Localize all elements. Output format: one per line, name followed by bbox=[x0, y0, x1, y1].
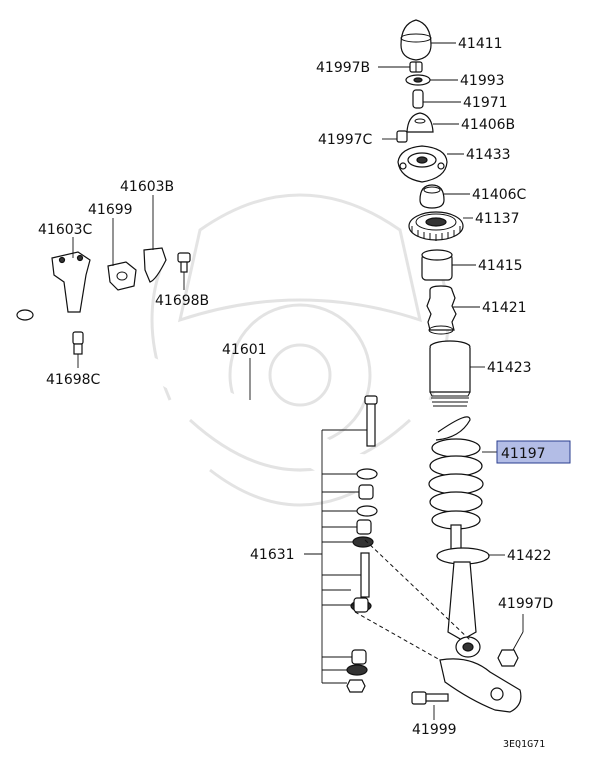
label-41137[interactable]: 41137 bbox=[475, 211, 520, 227]
leader-lines bbox=[72, 42, 524, 720]
label-41698B[interactable]: 41698B bbox=[155, 293, 209, 309]
part-41997B-nut bbox=[409, 61, 423, 73]
label-41422[interactable]: 41422 bbox=[507, 548, 552, 564]
label-41971[interactable]: 41971 bbox=[463, 95, 508, 111]
lower-arm-bracket bbox=[439, 658, 522, 713]
label-41698C[interactable]: 41698C bbox=[46, 372, 101, 388]
label-41411[interactable]: 41411 bbox=[458, 36, 503, 52]
label-41423[interactable]: 41423 bbox=[487, 360, 532, 376]
part-41971-collar bbox=[412, 89, 424, 109]
label-41601[interactable]: 41601 bbox=[222, 342, 267, 358]
part-labels: 41411 41997B 41993 41971 41406B 41997C 4… bbox=[38, 36, 553, 750]
part-41993-washer bbox=[405, 74, 431, 86]
label-41197[interactable]: 41197 bbox=[501, 446, 546, 462]
part-41997D-nut bbox=[497, 649, 519, 667]
label-41406C[interactable]: 41406C bbox=[472, 187, 527, 203]
label-41999[interactable]: 41999 bbox=[412, 722, 457, 738]
label-41997B[interactable]: 41997B bbox=[316, 60, 370, 76]
part-41603C-bracket bbox=[16, 251, 91, 321]
part-41698B-bolt bbox=[177, 252, 191, 273]
part-41601-stabilizer-bar bbox=[29, 288, 408, 506]
part-41999-bolt bbox=[411, 691, 449, 705]
label-41603C[interactable]: 41603C bbox=[38, 222, 93, 238]
label-41406B[interactable]: 41406B bbox=[461, 117, 515, 133]
part-41411-cap bbox=[400, 19, 432, 61]
label-41993[interactable]: 41993 bbox=[460, 73, 505, 89]
part-41406B-bushing bbox=[406, 112, 434, 133]
part-41197-coil-spring bbox=[428, 416, 484, 530]
part-41421-bump-stop bbox=[426, 285, 457, 335]
label-41415[interactable]: 41415 bbox=[478, 258, 523, 274]
label-41421[interactable]: 41421 bbox=[482, 300, 527, 316]
part-41406C-bushing bbox=[419, 184, 445, 209]
part-41698C-bolt bbox=[72, 331, 84, 355]
highlight-box-41197 bbox=[496, 440, 571, 464]
part-41137-bearing bbox=[408, 211, 464, 241]
label-41997D[interactable]: 41997D bbox=[498, 596, 553, 612]
label-41631[interactable]: 41631 bbox=[250, 547, 295, 563]
label-41433[interactable]: 41433 bbox=[466, 147, 511, 163]
label-41699[interactable]: 41699 bbox=[88, 202, 133, 218]
part-41997C-nut bbox=[396, 130, 408, 143]
part-41423-dust-boot bbox=[429, 340, 471, 407]
label-41997C[interactable]: 41997C bbox=[318, 132, 373, 148]
drawing-code: 3EQ1G71 bbox=[503, 739, 545, 750]
part-41603B-bracket bbox=[143, 247, 167, 283]
part-41433-mount bbox=[397, 145, 448, 183]
part-41415-bump-cup bbox=[421, 249, 453, 281]
label-41603B[interactable]: 41603B bbox=[120, 179, 174, 195]
part-41699-bushing bbox=[107, 261, 137, 291]
part-41422-shock-absorber bbox=[436, 524, 490, 658]
part-41631-link-kit bbox=[346, 395, 471, 693]
